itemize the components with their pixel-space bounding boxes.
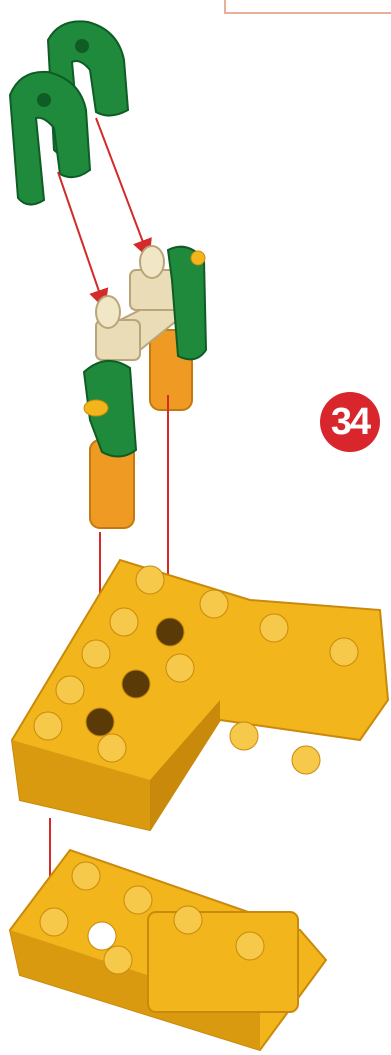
yellow-l-brick <box>12 560 388 830</box>
knex-subassembly <box>84 246 206 528</box>
arrow-1 <box>58 172 102 300</box>
step-number-badge: 34 <box>320 392 380 452</box>
arrow-2 <box>96 118 146 250</box>
green-clip-front <box>10 72 90 205</box>
yellow-base-plate <box>10 850 326 1050</box>
